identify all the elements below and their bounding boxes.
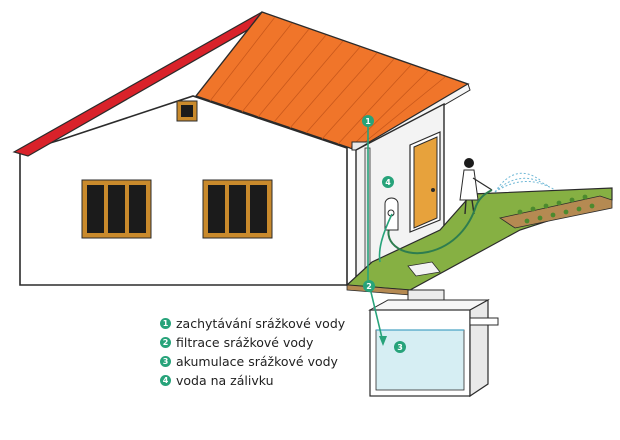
- window-left: [82, 180, 151, 238]
- legend-text: zachytávání srážkové vody: [176, 316, 345, 331]
- door-knob: [431, 188, 435, 192]
- legend-item: 4 voda na zálivku: [160, 371, 360, 390]
- marker-1: 1: [362, 115, 374, 127]
- legend-number-badge: 4: [160, 375, 171, 386]
- legend-text: voda na zálivku: [176, 373, 274, 388]
- legend-item: 3 akumulace srážkové vody: [160, 352, 360, 371]
- legend-number-badge: 2: [160, 337, 171, 348]
- attic-window-glass: [181, 105, 193, 117]
- door: [414, 137, 437, 228]
- legend-number-badge: 1: [160, 318, 171, 329]
- legend-text: akumulace srážkové vody: [176, 354, 338, 369]
- legend-item: 1 zachytávání srážkové vody: [160, 314, 360, 333]
- marker-4: 4: [382, 176, 394, 188]
- legend: 1 zachytávání srážkové vody 2 filtrace s…: [160, 314, 360, 390]
- watering-spray: [495, 173, 555, 192]
- svg-text:3: 3: [397, 343, 403, 352]
- svg-text:1: 1: [365, 117, 371, 126]
- overflow-pipe: [470, 318, 498, 325]
- storage-tank: [370, 300, 488, 396]
- legend-item: 2 filtrace srážkové vody: [160, 333, 360, 352]
- legend-number-badge: 3: [160, 356, 171, 367]
- marker-2: 2: [363, 280, 375, 292]
- legend-text: filtrace srážkové vody: [176, 335, 313, 350]
- window-right: [203, 180, 272, 238]
- svg-text:2: 2: [366, 282, 372, 291]
- marker-3: 3: [394, 341, 406, 353]
- svg-text:4: 4: [385, 178, 391, 187]
